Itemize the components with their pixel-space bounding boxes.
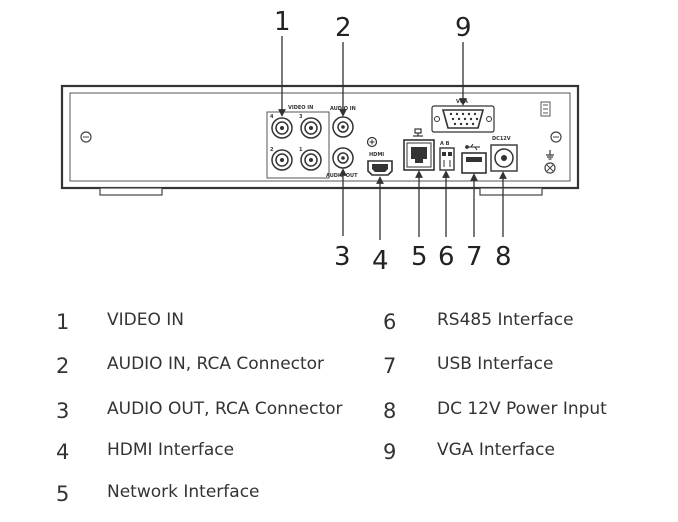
- video-in-connectors: VIDEO IN 4 3 2 1: [266, 105, 330, 179]
- callout-1: 1: [274, 7, 291, 37]
- legend-num-3: 3: [56, 399, 70, 423]
- callout-5: 5: [411, 242, 428, 272]
- left-screw-icon: [80, 131, 92, 143]
- legend-text-6: RS485 Interface: [437, 310, 574, 330]
- video-in-panel-label: VIDEO IN: [288, 105, 313, 111]
- label-sticker: [540, 101, 551, 117]
- legend-num-2: 2: [56, 354, 70, 378]
- legend-text-3: AUDIO OUT, RCA Connector: [107, 399, 343, 419]
- dc-power-port: DC12V: [490, 136, 518, 172]
- rs485-panel-label: A B: [440, 141, 450, 147]
- legend-text-9: VGA Interface: [437, 440, 555, 460]
- legend-text-8: DC 12V Power Input: [437, 399, 607, 419]
- left-foot: [99, 187, 163, 196]
- legend-text-5: Network Interface: [107, 482, 260, 502]
- legend-num-8: 8: [383, 399, 397, 423]
- right-foot: [479, 187, 543, 196]
- bnc-connector-3: [300, 117, 322, 139]
- audio-out-connector: AUDIO OUT: [326, 147, 358, 179]
- bnc-number-3: 3: [299, 114, 303, 120]
- callout-4: 4: [372, 246, 389, 276]
- vga-port: VGA: [431, 99, 495, 133]
- usb-port: [461, 143, 487, 174]
- rear-panel-diagram: VIDEO IN 4 3 2 1 AUDIO IN: [60, 7, 580, 276]
- callout-9: 9: [455, 13, 472, 43]
- bnc-connector-4: [271, 117, 293, 139]
- legend-text-7: USB Interface: [437, 354, 554, 374]
- legend-num-5: 5: [56, 482, 70, 506]
- legend-text-1: VIDEO IN: [107, 310, 184, 330]
- ground-icon: [546, 150, 554, 160]
- usb-icon: [465, 143, 480, 151]
- callout-3: 3: [334, 242, 351, 272]
- bnc-connector-2: [271, 149, 293, 171]
- bnc-number-1: 1: [299, 147, 303, 153]
- network-icon: [413, 128, 423, 137]
- legend-text-4: HDMI Interface: [107, 440, 235, 460]
- legend-num-6: 6: [383, 310, 397, 334]
- callout-2: 2: [335, 13, 352, 43]
- legend-text-2: AUDIO IN, RCA Connector: [107, 354, 325, 374]
- legend-num-7: 7: [383, 354, 397, 378]
- hdmi-port: HDMI: [367, 152, 393, 176]
- bnc-number-4: 4: [270, 114, 274, 120]
- callout-6: 6: [438, 242, 455, 272]
- device-chassis: [60, 84, 580, 196]
- callout-8: 8: [495, 242, 512, 272]
- right-screw-icon: [550, 131, 562, 143]
- callout-7: 7: [466, 242, 483, 272]
- audio-out-panel-label: AUDIO OUT: [326, 173, 358, 179]
- legend-num-9: 9: [383, 440, 397, 464]
- bnc-connector-1: [300, 149, 322, 171]
- dc-panel-label: DC12V: [492, 136, 511, 142]
- bnc-number-2: 2: [270, 147, 274, 153]
- legend-num-4: 4: [56, 440, 70, 464]
- hdmi-panel-label: HDMI: [369, 152, 384, 158]
- ground-screw-icon: [544, 162, 556, 174]
- vga-panel-label: VGA: [456, 99, 468, 105]
- hdmi-logo-icon: [366, 136, 378, 148]
- network-port: [403, 128, 435, 171]
- rs485-port: A B: [439, 141, 455, 171]
- leader-lines: [278, 36, 507, 240]
- legend-num-1: 1: [56, 310, 70, 334]
